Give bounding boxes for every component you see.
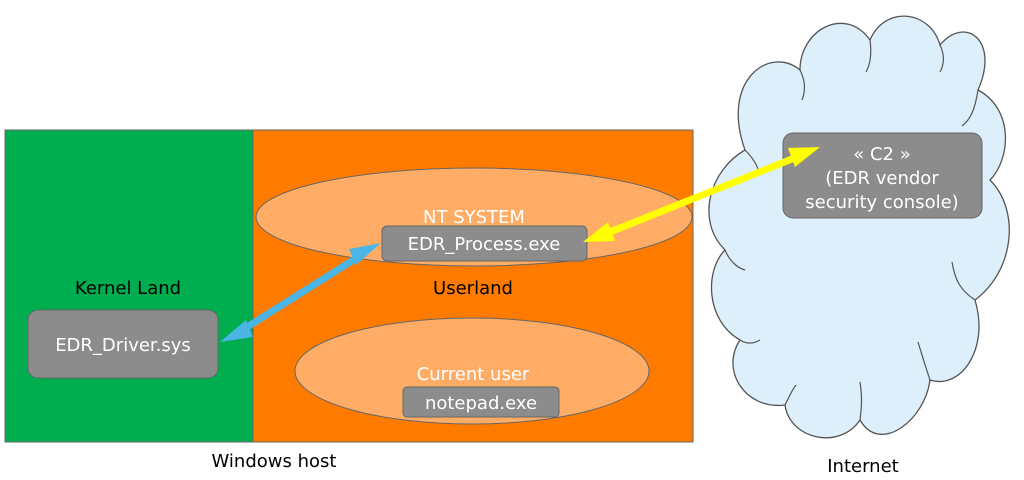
edr-process-box[interactable] bbox=[381, 225, 588, 262]
windows-host-label: Windows host bbox=[212, 451, 337, 472]
edr-process-label: EDR_Process.exe bbox=[408, 234, 561, 255]
userland-label: Userland bbox=[433, 278, 513, 299]
kernel-land-label: Kernel Land bbox=[75, 278, 181, 299]
notepad-label: notepad.exe bbox=[425, 393, 537, 414]
driver-process-arrow bbox=[220, 243, 381, 342]
edr-driver-label: EDR_Driver.sys bbox=[55, 335, 191, 356]
arrowhead-c2-icon bbox=[788, 147, 820, 167]
internet-cloud bbox=[708, 15, 1010, 439]
current-user-label: Current user bbox=[417, 364, 530, 385]
c2-subtitle-line2: security console) bbox=[805, 192, 958, 213]
nt-system-label: NT SYSTEM bbox=[423, 207, 525, 228]
arrowhead-process-yellow-icon bbox=[583, 222, 615, 242]
process-c2-arrow bbox=[583, 147, 820, 242]
current-user-ellipse bbox=[294, 317, 650, 425]
notepad-box[interactable] bbox=[402, 386, 560, 418]
arrowhead-process-icon bbox=[349, 243, 381, 265]
c2-subtitle-line1: (EDR vendor bbox=[825, 168, 939, 189]
edr-driver-box[interactable] bbox=[27, 309, 219, 379]
c2-box[interactable] bbox=[782, 132, 983, 219]
kernel-land-region bbox=[4, 129, 254, 443]
c2-title: « C2 » bbox=[853, 144, 911, 165]
arrowhead-driver-icon bbox=[220, 320, 253, 342]
internet-label: Internet bbox=[827, 456, 898, 477]
